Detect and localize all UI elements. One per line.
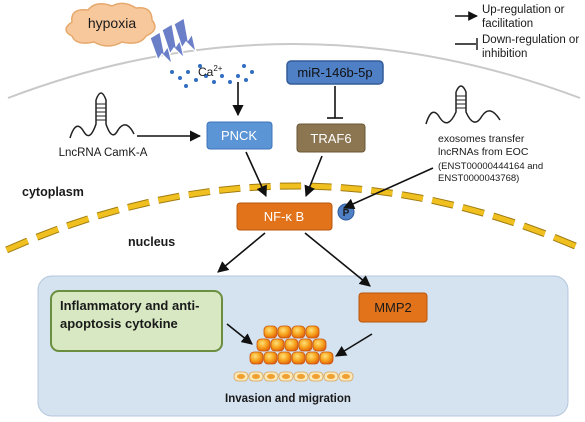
pnck-box <box>206 121 273 150</box>
envelope-segment <box>127 199 150 210</box>
exosome-text: exosomes transfer lncRNAs from EOC (ENST… <box>438 133 546 184</box>
tumor-cell <box>291 351 306 365</box>
tumor-cell <box>249 351 264 365</box>
invasion-label: Invasion and migration <box>225 393 351 405</box>
tumor-cells-icon <box>233 325 354 382</box>
pathway-arrows <box>137 82 434 357</box>
tumor-cell <box>305 351 320 365</box>
tumor-cell <box>298 338 313 352</box>
cell-membrane <box>7 43 581 99</box>
envelope-segment <box>461 205 485 216</box>
mmp2-label: MMP2 <box>374 300 412 315</box>
lightning-icon <box>149 17 198 66</box>
envelope-segment <box>522 223 546 237</box>
base-cell-nucleus <box>342 374 350 379</box>
envelope-segment <box>157 193 180 203</box>
tumor-cell <box>256 338 271 352</box>
legend-up-label: Up-regulation or facilitation <box>482 4 568 30</box>
inhibition-arrow <box>327 86 343 119</box>
tumor-cell <box>277 325 292 339</box>
cytoplasm-label: cytoplasm <box>22 185 84 199</box>
tumor-cell <box>270 338 285 352</box>
lncrna-camk-label: LncRNA CamK-A <box>59 147 148 159</box>
pnck-label: PNCK <box>221 128 257 143</box>
envelope-segment <box>36 226 59 240</box>
tumor-cell <box>277 351 292 365</box>
tumor-cell <box>305 325 320 339</box>
calcium-label: Ca2+ <box>198 64 223 79</box>
envelope-segment <box>310 183 332 190</box>
envelope-segment <box>401 192 424 201</box>
phosphate-label: P <box>343 208 350 219</box>
tumor-cell <box>312 338 327 352</box>
envelope-segment <box>96 207 120 219</box>
base-cell-nucleus <box>297 374 305 379</box>
tumor-cell <box>291 325 306 339</box>
envelope-segment <box>5 238 29 253</box>
calcium-ions <box>170 64 254 88</box>
tumor-cell <box>284 338 299 352</box>
mirna-label: miR-146b-5p <box>297 65 372 80</box>
hypoxia-label: hypoxia <box>88 15 136 31</box>
base-cell-nucleus <box>312 374 320 379</box>
envelope-segment <box>188 189 211 198</box>
traf6-label: TRAF6 <box>310 131 351 146</box>
cytokine-box <box>50 290 223 352</box>
tumor-cell <box>263 325 278 339</box>
envelope-segment <box>492 213 516 226</box>
legend: Up-regulation or facilitation Down-regul… <box>455 4 582 60</box>
nfkb-box <box>236 202 333 231</box>
base-cell-nucleus <box>327 374 335 379</box>
lncrna-rungs <box>96 103 106 121</box>
tumor-cell <box>263 351 278 365</box>
exosome-rungs <box>456 95 466 109</box>
base-cell-nucleus <box>282 374 290 379</box>
nucleus-label: nucleus <box>128 235 175 249</box>
legend-down-label: Down-regulation or inhibition <box>482 34 582 60</box>
mirna-box <box>286 60 384 85</box>
lncrna-structure-icon <box>69 92 135 139</box>
envelope-segment <box>66 216 90 229</box>
mmp2-box <box>358 292 428 323</box>
envelope-segment <box>431 197 454 208</box>
tumor-cell <box>319 351 334 365</box>
exosome-lncrna-icon <box>425 85 501 125</box>
hypoxia-cloud: hypoxia <box>65 2 156 47</box>
envelope-segment <box>340 185 363 192</box>
cytokine-label: Inflammatory and anti- apoptosis cytokin… <box>60 298 203 331</box>
base-cell-nucleus <box>267 374 275 379</box>
traf6-box <box>296 123 366 153</box>
nfkb-label: NF-κ B <box>264 209 304 224</box>
envelope-segment <box>218 185 241 193</box>
base-cell-nucleus <box>237 374 245 379</box>
envelope-segment <box>249 183 271 191</box>
envelope-segment <box>553 234 577 249</box>
base-cell-nucleus <box>252 374 260 379</box>
